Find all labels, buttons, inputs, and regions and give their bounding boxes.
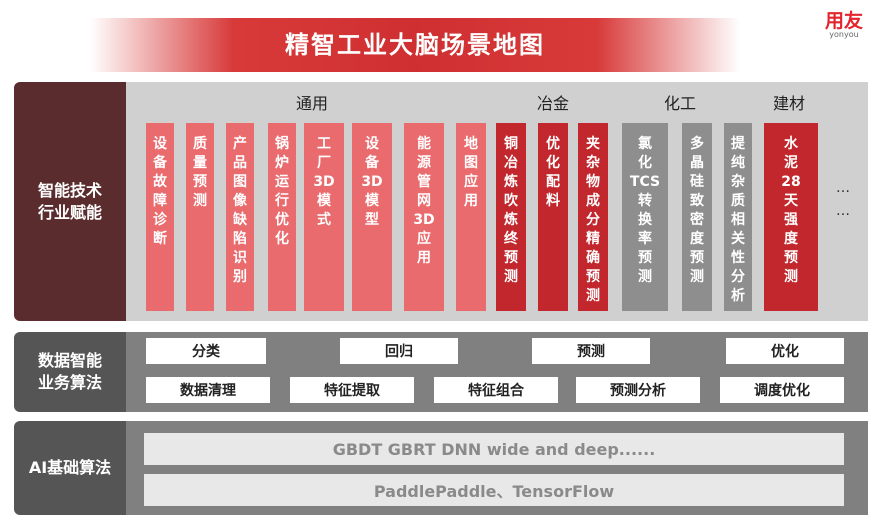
scenario-column: 夹 杂 物 成 分 精 确 预 测 bbox=[578, 123, 608, 311]
algo-feature-combination: 特征组合 bbox=[434, 377, 558, 403]
algo-scheduling-optimization: 调度优化 bbox=[720, 377, 844, 403]
scenario-column: 水 泥 28 天 强 度 预 测 bbox=[764, 123, 818, 311]
scenario-column: 质 量 预 测 bbox=[186, 123, 214, 311]
scenario-column: 设 备 3D 模 型 bbox=[352, 123, 392, 311]
ellipsis-1: … bbox=[836, 180, 850, 196]
scenario-column: 设 备 故 障 诊 断 bbox=[146, 123, 174, 311]
scenario-label: 锅 炉 运 行 优 化 bbox=[275, 136, 289, 247]
title-banner bbox=[90, 18, 740, 72]
scenario-column: 工 厂 3D 模 式 bbox=[304, 123, 344, 311]
brand-logo: 用友 bbox=[824, 10, 863, 32]
brand-logo-sub: yonyou bbox=[829, 30, 859, 39]
row-header-algo: 数据智能 业务算法 bbox=[14, 332, 126, 412]
scenario-column: 锅 炉 运 行 优 化 bbox=[268, 123, 296, 311]
algo-optimization: 优化 bbox=[726, 338, 844, 364]
scenario-label: 设 备 故 障 诊 断 bbox=[153, 136, 167, 247]
scenario-column: 多 晶 硅 致 密 度 预 测 bbox=[682, 123, 712, 311]
ai-frameworks-bar: PaddlePaddle、TensorFlow bbox=[144, 474, 844, 506]
algo-predictive-analysis: 预测分析 bbox=[576, 377, 700, 403]
scenario-label: 铜 冶 炼 吹 炼 终 预 测 bbox=[504, 136, 518, 285]
scenario-column: 地 图 应 用 bbox=[456, 123, 486, 311]
row-header-algo-label: 数据智能 业务算法 bbox=[37, 351, 102, 392]
scenario-label: 地 图 应 用 bbox=[464, 136, 478, 209]
scenario-column: 优 化 配 料 bbox=[538, 123, 568, 311]
category-general: 通用 bbox=[296, 94, 329, 113]
row-header-ai: AI基础算法 bbox=[14, 421, 126, 515]
page-title: 精智工业大脑场景地图 bbox=[285, 31, 545, 59]
scenario-label: 能 源 管 网 3D 应 用 bbox=[413, 136, 435, 266]
scenario-label: 提 纯 杂 质 相 关 性 分 析 bbox=[731, 136, 745, 304]
scenario-column: 能 源 管 网 3D 应 用 bbox=[404, 123, 444, 311]
ellipsis-2: … bbox=[836, 203, 850, 219]
algo-data-cleaning: 数据清理 bbox=[146, 377, 270, 403]
scenario-column: 产 品 图 像 缺 陷 识 别 bbox=[226, 123, 254, 311]
scenario-label: 优 化 配 料 bbox=[546, 136, 560, 209]
row-header-industry-label: 智能技术 行业赋能 bbox=[37, 180, 102, 222]
scenario-label: 设 备 3D 模 型 bbox=[361, 136, 383, 228]
category-building-materials: 建材 bbox=[773, 94, 806, 113]
scenario-label: 质 量 预 测 bbox=[193, 136, 207, 209]
scenario-label: 夹 杂 物 成 分 精 确 预 测 bbox=[586, 136, 600, 304]
category-metallurgy: 冶金 bbox=[537, 94, 570, 113]
scenario-column: 氯 化 TCS 转 换 率 预 测 bbox=[622, 123, 668, 311]
algo-prediction: 预测 bbox=[532, 338, 650, 364]
scenario-column: 提 纯 杂 质 相 关 性 分 析 bbox=[724, 123, 752, 311]
scenario-column: 铜 冶 炼 吹 炼 终 预 测 bbox=[496, 123, 526, 311]
category-chemical: 化工 bbox=[664, 94, 697, 113]
scenario-label: 工 厂 3D 模 式 bbox=[313, 136, 335, 228]
row-header-industry: 智能技术 行业赋能 bbox=[14, 82, 126, 321]
scenario-label: 水 泥 28 天 强 度 预 测 bbox=[781, 136, 801, 285]
scenario-label: 氯 化 TCS 转 换 率 预 测 bbox=[629, 136, 661, 285]
algo-classification: 分类 bbox=[146, 338, 266, 364]
algo-feature-extraction: 特征提取 bbox=[290, 377, 414, 403]
scenario-label: 多 晶 硅 致 密 度 预 测 bbox=[690, 136, 704, 285]
row-header-ai-label: AI基础算法 bbox=[28, 458, 112, 477]
ai-models-bar: GBDT GBRT DNN wide and deep...... bbox=[144, 433, 844, 465]
scenario-label: 产 品 图 像 缺 陷 识 别 bbox=[233, 136, 247, 285]
algo-regression: 回归 bbox=[340, 338, 458, 364]
